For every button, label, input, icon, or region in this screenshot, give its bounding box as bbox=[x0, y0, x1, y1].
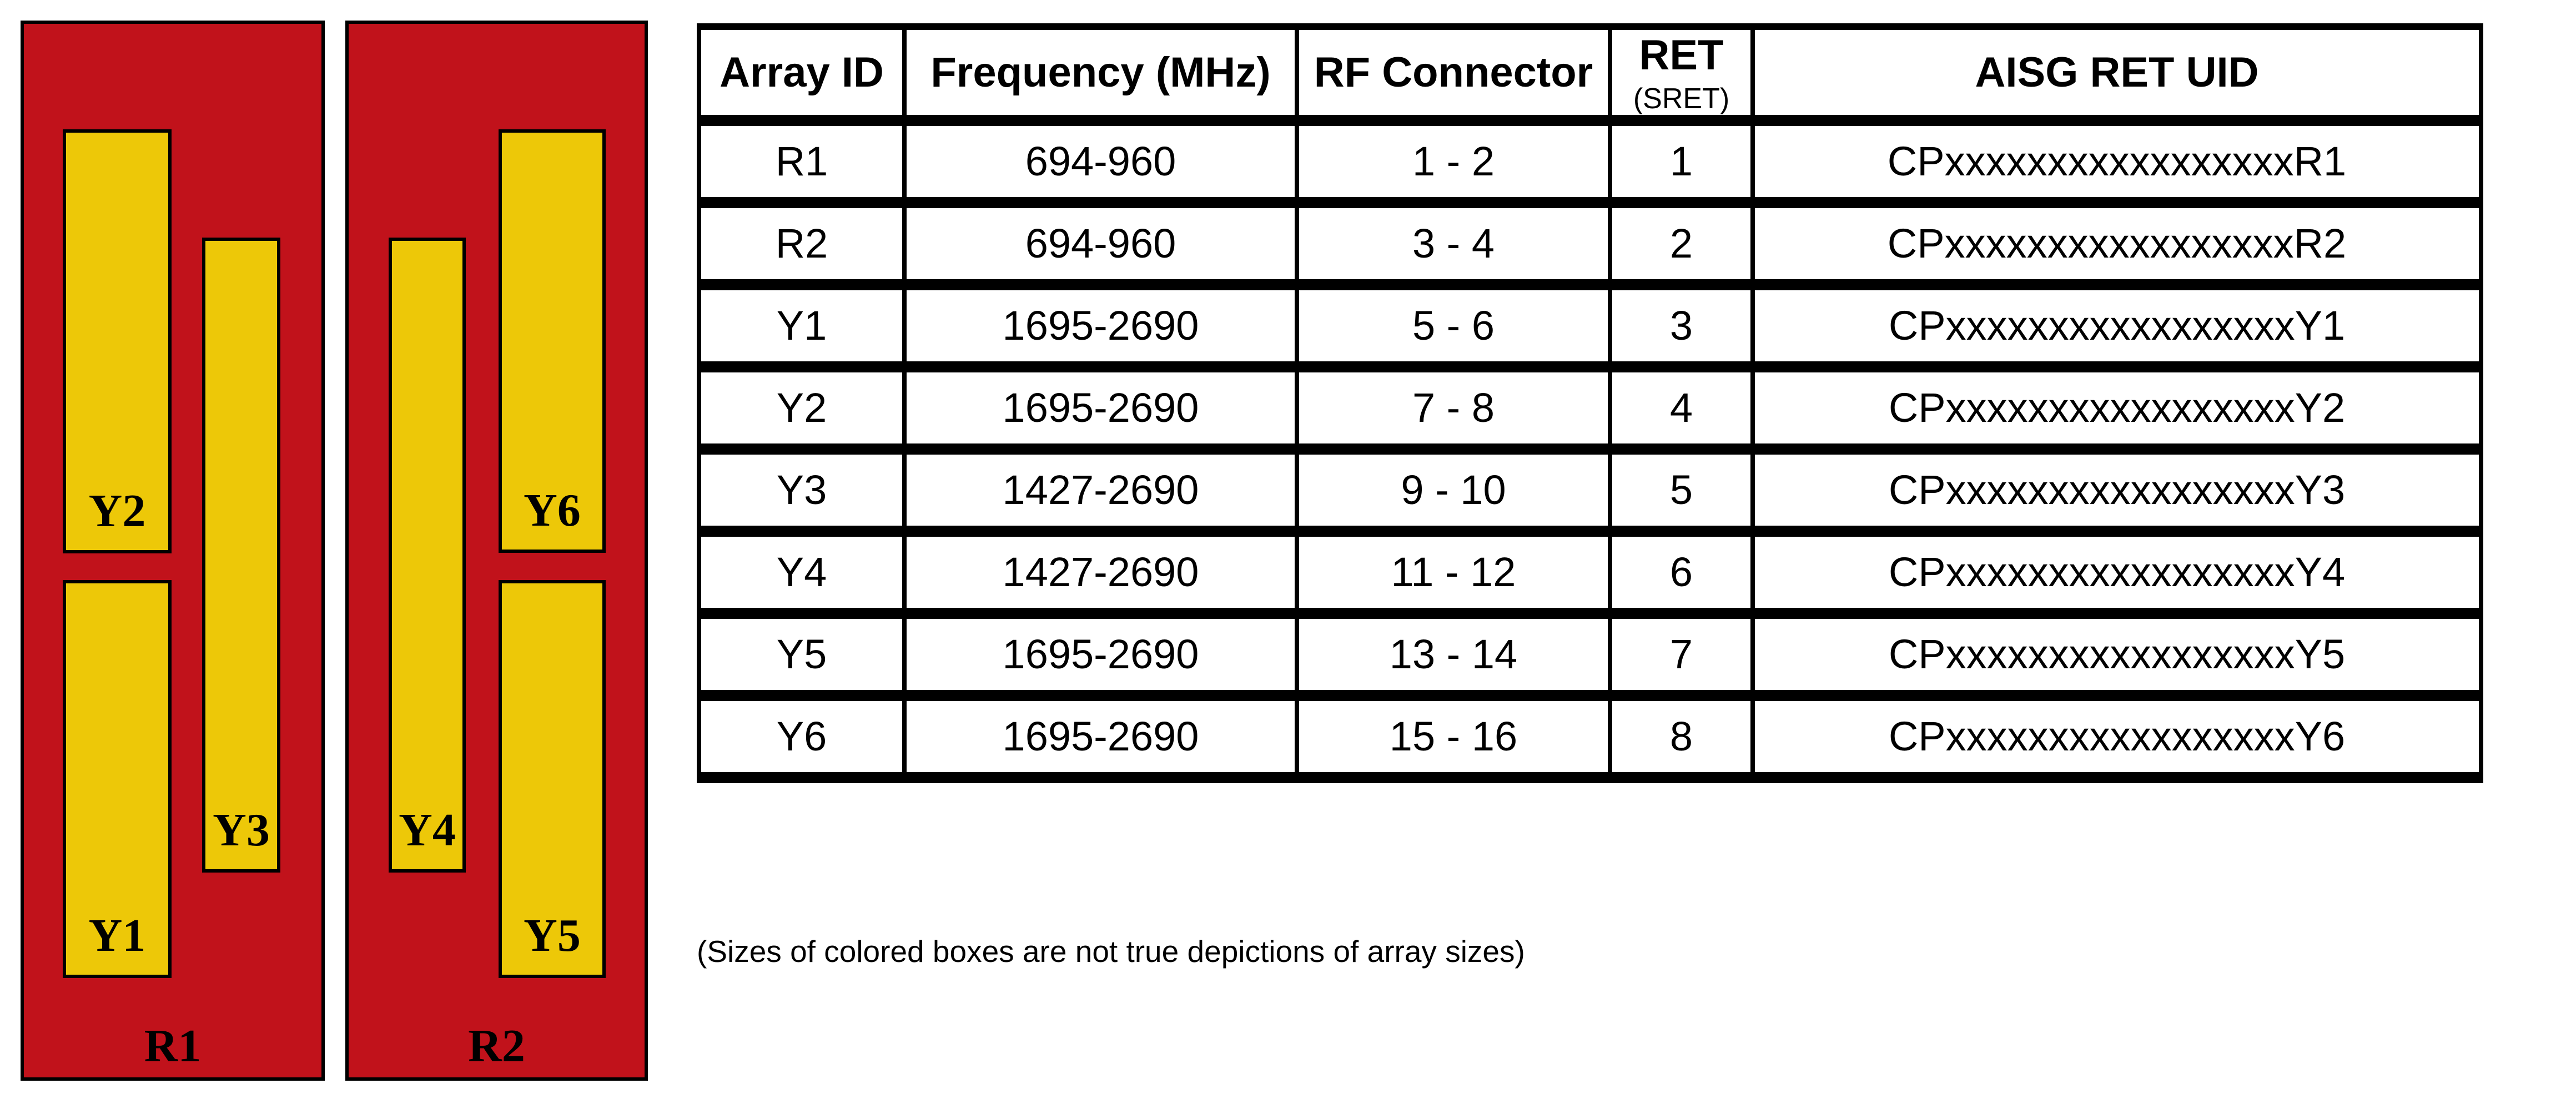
cell-ret: 4 bbox=[1608, 361, 1755, 455]
table-header-row: Array ID Frequency (MHz) RF Connector RE… bbox=[697, 23, 2483, 126]
table-row: Y3 1427-2690 9 - 10 5 CPxxxxxxxxxxxxxxxx… bbox=[697, 443, 2483, 537]
header-ret: RET (SRET) bbox=[1608, 23, 1755, 126]
cell-ret: 8 bbox=[1608, 689, 1755, 783]
antenna-panel-r2: Y4 Y6 Y5 R2 bbox=[345, 21, 648, 1081]
array-box-y4: Y4 bbox=[389, 238, 466, 873]
cell-aisg-ret-uid: CPxxxxxxxxxxxxxxxxxY1 bbox=[1750, 279, 2483, 372]
cell-ret: 2 bbox=[1608, 196, 1755, 290]
table-row: Y6 1695-2690 15 - 16 8 CPxxxxxxxxxxxxxxx… bbox=[697, 689, 2483, 783]
panel-label-r2: R2 bbox=[468, 1020, 525, 1072]
cell-ret: 7 bbox=[1608, 607, 1755, 701]
cell-aisg-ret-uid: CPxxxxxxxxxxxxxxxxxY4 bbox=[1750, 525, 2483, 619]
array-box-y5: Y5 bbox=[499, 580, 606, 978]
cell-array-id: Y4 bbox=[697, 525, 907, 619]
cell-array-id: Y1 bbox=[697, 279, 907, 372]
cell-array-id: Y5 bbox=[697, 607, 907, 701]
cell-aisg-ret-uid: CPxxxxxxxxxxxxxxxxxY5 bbox=[1750, 607, 2483, 701]
cell-aisg-ret-uid: CPxxxxxxxxxxxxxxxxxR1 bbox=[1750, 114, 2483, 208]
array-box-y6: Y6 bbox=[499, 129, 606, 553]
cell-frequency: 1695-2690 bbox=[902, 607, 1299, 701]
cell-ret: 1 bbox=[1608, 114, 1755, 208]
antenna-panel-r1: Y2 Y1 Y3 R1 bbox=[21, 21, 325, 1081]
footnote-text: (Sizes of colored boxes are not true dep… bbox=[697, 934, 1525, 969]
cell-array-id: Y2 bbox=[697, 361, 907, 455]
array-spec-table: Array ID Frequency (MHz) RF Connector RE… bbox=[697, 23, 2483, 783]
table-row: Y2 1695-2690 7 - 8 4 CPxxxxxxxxxxxxxxxxx… bbox=[697, 361, 2483, 455]
cell-rf-connector: 11 - 12 bbox=[1295, 525, 1612, 619]
cell-array-id: R1 bbox=[697, 114, 907, 208]
cell-rf-connector: 1 - 2 bbox=[1295, 114, 1612, 208]
array-box-label: Y1 bbox=[88, 910, 146, 961]
cell-frequency: 694-960 bbox=[902, 114, 1299, 208]
cell-frequency: 1695-2690 bbox=[902, 361, 1299, 455]
array-box-y3: Y3 bbox=[202, 238, 280, 873]
array-box-y2: Y2 bbox=[63, 129, 172, 553]
cell-rf-connector: 15 - 16 bbox=[1295, 689, 1612, 783]
array-box-label: Y2 bbox=[88, 485, 146, 537]
spec-table-container: Array ID Frequency (MHz) RF Connector RE… bbox=[697, 23, 2483, 783]
header-ret-main: RET bbox=[1639, 32, 1724, 79]
cell-frequency: 694-960 bbox=[902, 196, 1299, 290]
cell-aisg-ret-uid: CPxxxxxxxxxxxxxxxxxR2 bbox=[1750, 196, 2483, 290]
panel-label-r1: R1 bbox=[144, 1020, 202, 1072]
array-box-label: Y6 bbox=[524, 485, 581, 536]
cell-aisg-ret-uid: CPxxxxxxxxxxxxxxxxxY3 bbox=[1750, 443, 2483, 537]
cell-array-id: Y6 bbox=[697, 689, 907, 783]
array-box-label: Y4 bbox=[399, 804, 456, 856]
cell-array-id: Y3 bbox=[697, 443, 907, 537]
cell-array-id: R2 bbox=[697, 196, 907, 290]
cell-rf-connector: 13 - 14 bbox=[1295, 607, 1612, 701]
header-ret-sub: (SRET) bbox=[1633, 82, 1730, 115]
cell-aisg-ret-uid: CPxxxxxxxxxxxxxxxxxY6 bbox=[1750, 689, 2483, 783]
cell-rf-connector: 3 - 4 bbox=[1295, 196, 1612, 290]
array-box-label: Y5 bbox=[524, 910, 581, 961]
cell-ret: 6 bbox=[1608, 525, 1755, 619]
array-box-y1: Y1 bbox=[63, 580, 172, 978]
header-array-id: Array ID bbox=[697, 23, 907, 126]
table-row: Y5 1695-2690 13 - 14 7 CPxxxxxxxxxxxxxxx… bbox=[697, 607, 2483, 701]
cell-ret: 3 bbox=[1608, 279, 1755, 372]
cell-ret: 5 bbox=[1608, 443, 1755, 537]
cell-frequency: 1695-2690 bbox=[902, 689, 1299, 783]
cell-aisg-ret-uid: CPxxxxxxxxxxxxxxxxxY2 bbox=[1750, 361, 2483, 455]
header-rf-connector: RF Connector bbox=[1295, 23, 1612, 126]
header-aisg-ret-uid: AISG RET UID bbox=[1750, 23, 2483, 126]
table-row: R1 694-960 1 - 2 1 CPxxxxxxxxxxxxxxxxxR1 bbox=[697, 114, 2483, 208]
table-row: Y1 1695-2690 5 - 6 3 CPxxxxxxxxxxxxxxxxx… bbox=[697, 279, 2483, 372]
cell-frequency: 1695-2690 bbox=[902, 279, 1299, 372]
cell-frequency: 1427-2690 bbox=[902, 443, 1299, 537]
cell-frequency: 1427-2690 bbox=[902, 525, 1299, 619]
cell-rf-connector: 5 - 6 bbox=[1295, 279, 1612, 372]
cell-rf-connector: 7 - 8 bbox=[1295, 361, 1612, 455]
header-frequency: Frequency (MHz) bbox=[902, 23, 1299, 126]
table-row: Y4 1427-2690 11 - 12 6 CPxxxxxxxxxxxxxxx… bbox=[697, 525, 2483, 619]
table-row: R2 694-960 3 - 4 2 CPxxxxxxxxxxxxxxxxxR2 bbox=[697, 196, 2483, 290]
cell-rf-connector: 9 - 10 bbox=[1295, 443, 1612, 537]
array-box-label: Y3 bbox=[213, 804, 270, 856]
